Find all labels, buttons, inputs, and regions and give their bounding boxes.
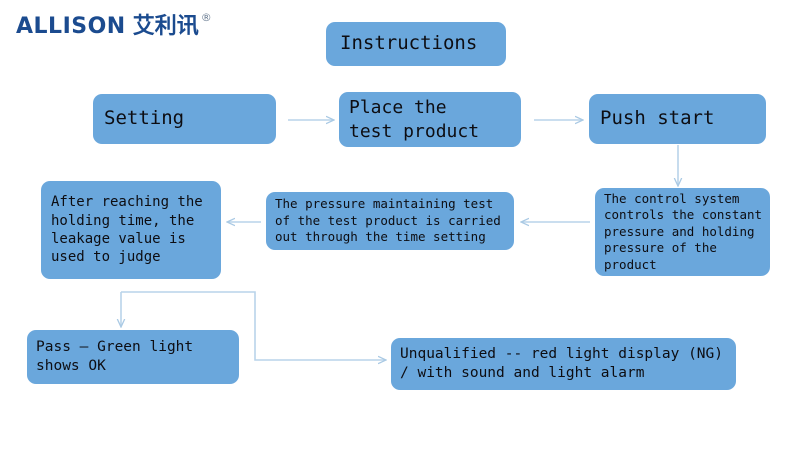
brand-wordmark: ALLISON [16,14,126,39]
brand-logo: ALLISON 艾利讯 ® [16,11,212,40]
node-unqualified-result-label: Unqualified -- red light display (NG) / … [400,345,724,381]
node-pressure-maintaining-test[interactable]: The pressure maintaining test of the tes… [266,192,514,250]
registered-trademark-icon: ® [200,11,212,24]
brand-chinese-name: 艾利讯 [132,14,199,39]
node-push-start-label: Push start [600,107,715,130]
node-place-test-product-label: Place the test product [349,96,480,142]
node-instructions-label: Instructions [340,32,478,55]
node-unqualified-result[interactable]: Unqualified -- red light display (NG) / … [391,338,736,390]
node-instructions[interactable]: Instructions [326,22,506,66]
node-control-system[interactable]: The control system controls the constant… [595,188,770,276]
node-after-holding-time-label: After reaching the holding time, the lea… [51,194,203,266]
node-after-holding-time[interactable]: After reaching the holding time, the lea… [41,181,221,279]
node-setting-label: Setting [104,107,185,130]
node-control-system-label: The control system controls the constant… [604,190,763,272]
node-setting[interactable]: Setting [93,94,276,144]
node-push-start[interactable]: Push start [589,94,766,144]
node-pressure-maintaining-test-label: The pressure maintaining test of the tes… [275,196,501,245]
node-place-test-product[interactable]: Place the test product [339,92,521,147]
node-pass-result-label: Pass – Green light shows OK [36,338,194,374]
node-pass-result[interactable]: Pass – Green light shows OK [27,330,239,384]
